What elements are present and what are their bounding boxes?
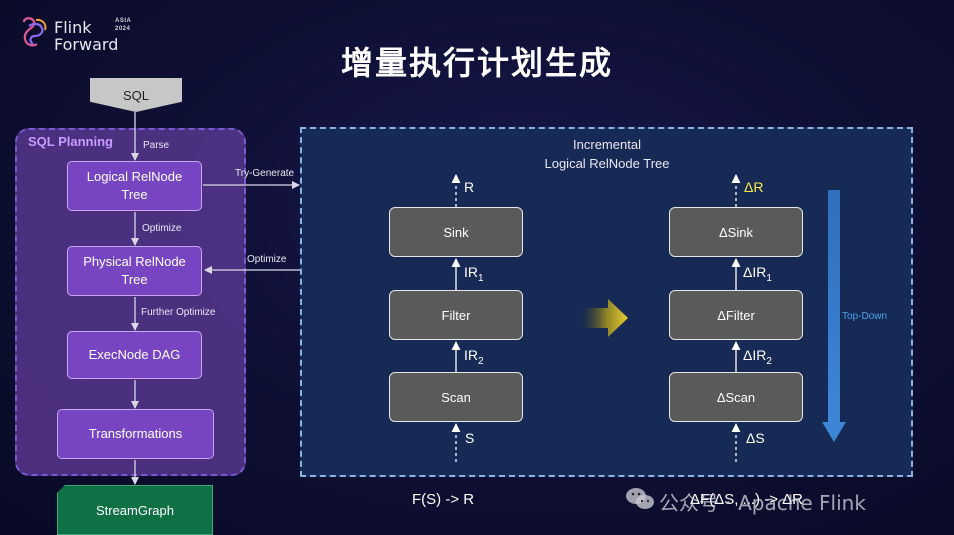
logo-badge-region: ASIA — [115, 18, 132, 24]
topdown-arrow-head — [822, 422, 846, 442]
label-output-delta-r: ΔR — [744, 179, 764, 195]
filter-box: Filter — [389, 290, 523, 340]
label-delta-ir1: ΔIR1 — [743, 264, 772, 284]
delta-sink-box: ΔSink — [669, 207, 803, 257]
label-input-s: S — [465, 430, 475, 446]
sql-planning-label: SQL Planning — [28, 134, 113, 149]
watermark: 公众号 · Apache Flink — [625, 484, 935, 516]
incremental-title-line1: Incremental — [573, 137, 641, 152]
flink-logo-icon — [22, 17, 47, 47]
edge-label-try-generate: Try-Generate — [235, 168, 295, 179]
delta-filter-box: ΔFilter — [669, 290, 803, 340]
edge-label-optimize: Optimize — [142, 223, 182, 234]
topdown-label: Top-Down — [842, 311, 888, 322]
logo-text-forward: Forward — [54, 35, 119, 54]
edge-label-optimize-back: Optimize — [247, 254, 287, 265]
incremental-title-line2: Logical RelNode Tree — [544, 156, 670, 171]
logo-text-flink: Flink — [54, 18, 92, 37]
physical-relnode-tree-box: Physical RelNode Tree — [67, 246, 202, 296]
topdown-arrow-shaft — [828, 190, 840, 422]
label-output-r: R — [464, 179, 475, 195]
execnode-dag-box: ExecNode DAG — [67, 331, 202, 379]
incremental-tree-title: Incremental Logical RelNode Tree — [300, 135, 914, 173]
edge-label-further-optimize: Further Optimize — [141, 307, 216, 318]
logo-badge-year: 2024 — [115, 26, 131, 32]
label-input-delta-s: ΔS — [746, 430, 765, 446]
flink-forward-logo: Flink Forward ASIA 2024 — [20, 16, 135, 56]
sink-box: Sink — [389, 207, 523, 257]
streamgraph-box: StreamGraph — [57, 485, 213, 535]
page-title: 增量执行计划生成 — [340, 44, 613, 82]
formula-full: F(S) -> R — [412, 491, 475, 508]
logical-relnode-tree-box: Logical RelNode Tree — [67, 161, 202, 211]
watermark-text: 公众号 · Apache Flink — [659, 491, 866, 515]
label-ir2: IR2 — [464, 347, 484, 367]
scan-box: Scan — [389, 372, 523, 422]
formula-incremental: ΔF(ΔS, ...) -> ΔR — [690, 491, 803, 508]
transformations-box: Transformations — [57, 409, 214, 459]
wechat-icon — [626, 488, 654, 509]
label-delta-ir2: ΔIR2 — [743, 347, 772, 367]
edge-label-parse: Parse — [143, 140, 170, 151]
delta-scan-box: ΔScan — [669, 372, 803, 422]
label-ir1: IR1 — [464, 264, 484, 284]
transform-arrow — [580, 299, 628, 337]
